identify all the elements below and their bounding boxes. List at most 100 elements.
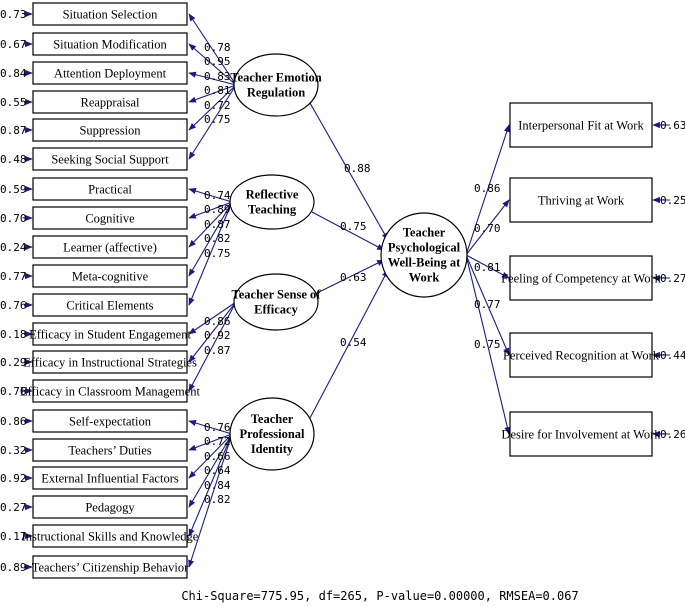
indicator-box xyxy=(32,495,188,519)
loading-value: 0.81 xyxy=(204,84,231,97)
loading-value: 0.70 xyxy=(474,222,501,235)
error-variance: 0.63 xyxy=(660,119,685,132)
error-variance: 0.92 xyxy=(0,472,27,485)
error-variance: 0.67 xyxy=(0,38,27,51)
loading-arrow xyxy=(188,84,237,103)
indicator-label: Feeling of Competency at Work xyxy=(501,272,662,286)
loading-value: 0.87 xyxy=(204,344,231,357)
indicator-label: Cognitive xyxy=(85,212,135,226)
error-variance: 0.86 xyxy=(0,415,27,428)
error-variance: 0.27 xyxy=(660,272,685,285)
structural-path-arrow xyxy=(311,211,385,251)
indicator-label: Efficacy in Classroom Management xyxy=(20,385,200,399)
loading-value: 0.87 xyxy=(204,218,231,231)
latent-variable-rt xyxy=(229,174,315,230)
indicator-box xyxy=(32,61,188,85)
latent-label: Teacher xyxy=(403,226,446,240)
indicator-box xyxy=(32,438,188,462)
indicator-label: External Influential Factors xyxy=(41,472,179,486)
latent-label: Identity xyxy=(251,442,294,456)
loading-value: 0.75 xyxy=(474,338,501,351)
loading-arrow xyxy=(188,84,237,131)
loading-arrow xyxy=(465,199,510,256)
error-variance: 0.76 xyxy=(0,299,27,312)
error-variance: 0.32 xyxy=(0,444,27,457)
latent-label: Professional xyxy=(239,427,305,441)
loading-value: 0.75 xyxy=(204,247,231,260)
error-variance: 0.29 xyxy=(0,356,27,369)
loading-arrow xyxy=(188,433,233,568)
error-variance: 0.25 xyxy=(660,194,685,207)
error-variance: 0.17 xyxy=(0,530,27,543)
latent-variable-tpi xyxy=(229,397,315,471)
indicator-box xyxy=(32,90,188,114)
loading-arrow xyxy=(188,301,237,335)
indicator-label: Interpersonal Fit at Work xyxy=(518,119,644,133)
indicator-label: Seeking Social Support xyxy=(51,153,169,167)
loading-arrow xyxy=(188,433,233,479)
loading-arrow xyxy=(188,43,237,86)
indicator-box xyxy=(32,235,188,259)
error-variance: 0.84 xyxy=(0,67,27,80)
latent-label: Efficacy xyxy=(254,303,298,317)
fit-statistics: Chi-Square=775.95, df=265, P-value=0.000… xyxy=(181,589,578,603)
error-variance: 0.73 xyxy=(0,8,27,21)
structural-path-arrow xyxy=(309,102,389,241)
indicator-box xyxy=(509,102,653,148)
indicator-label: Practical xyxy=(88,183,132,197)
loading-arrow xyxy=(188,84,237,160)
indicator-label: Situation Modification xyxy=(53,38,167,52)
error-variance: 0.87 xyxy=(0,124,27,137)
structural-path-value: 0.54 xyxy=(340,336,367,349)
error-variance: 0.55 xyxy=(0,96,27,109)
error-variance: 0.27 xyxy=(0,501,27,514)
latent-variable-ter xyxy=(233,53,319,117)
indicator-box xyxy=(32,206,188,230)
loading-arrow xyxy=(188,71,237,86)
structural-path-value: 0.88 xyxy=(344,162,371,175)
loading-arrow xyxy=(188,433,233,451)
indicator-label: Pedagogy xyxy=(85,501,135,515)
indicator-box xyxy=(32,322,188,346)
error-variance: 0.48 xyxy=(0,153,27,166)
loading-value: 0.82 xyxy=(204,493,231,506)
loading-value: 0.95 xyxy=(204,55,231,68)
indicator-box xyxy=(509,177,653,223)
error-variance: 0.24 xyxy=(0,241,27,254)
loading-value: 0.83 xyxy=(204,70,231,83)
indicator-label: Perceived Recognition at Work xyxy=(503,349,660,363)
indicator-box xyxy=(32,293,188,317)
error-variance: 0.59 xyxy=(0,183,27,196)
indicator-label: Critical Elements xyxy=(66,299,153,313)
loading-value: 0.82 xyxy=(204,232,231,245)
structural-path-value: 0.63 xyxy=(340,271,367,284)
loading-value: 0.77 xyxy=(474,298,501,311)
error-variance: 0.89 xyxy=(0,561,27,574)
loading-arrow xyxy=(188,201,233,219)
indicator-box xyxy=(509,411,653,457)
loading-value: 0.72 xyxy=(204,99,231,112)
latent-label: Teaching xyxy=(248,203,297,217)
loading-arrow xyxy=(188,201,233,248)
error-variance: 0.44 xyxy=(660,349,685,362)
indicator-box xyxy=(32,466,188,490)
latent-label: Teacher Emotion xyxy=(230,71,321,85)
loading-arrow xyxy=(188,301,237,363)
loading-arrow xyxy=(188,201,233,277)
indicator-box xyxy=(32,555,188,579)
indicator-label: Self-expectation xyxy=(69,415,152,429)
latent-label: Psychological xyxy=(388,241,461,255)
indicator-label: Suppression xyxy=(79,124,141,138)
loading-value: 0.75 xyxy=(204,113,231,126)
loading-value: 0.81 xyxy=(474,261,501,274)
loading-arrow xyxy=(188,433,233,537)
latent-label: Teacher Sense of xyxy=(232,288,322,302)
indicator-label: Situation Selection xyxy=(63,8,159,22)
indicator-box xyxy=(32,409,188,433)
indicator-box xyxy=(32,524,188,548)
structural-path-value: 0.75 xyxy=(340,220,367,233)
loading-value: 0.74 xyxy=(204,189,231,202)
loading-arrow xyxy=(188,13,237,86)
latent-label: Teacher xyxy=(251,412,294,426)
